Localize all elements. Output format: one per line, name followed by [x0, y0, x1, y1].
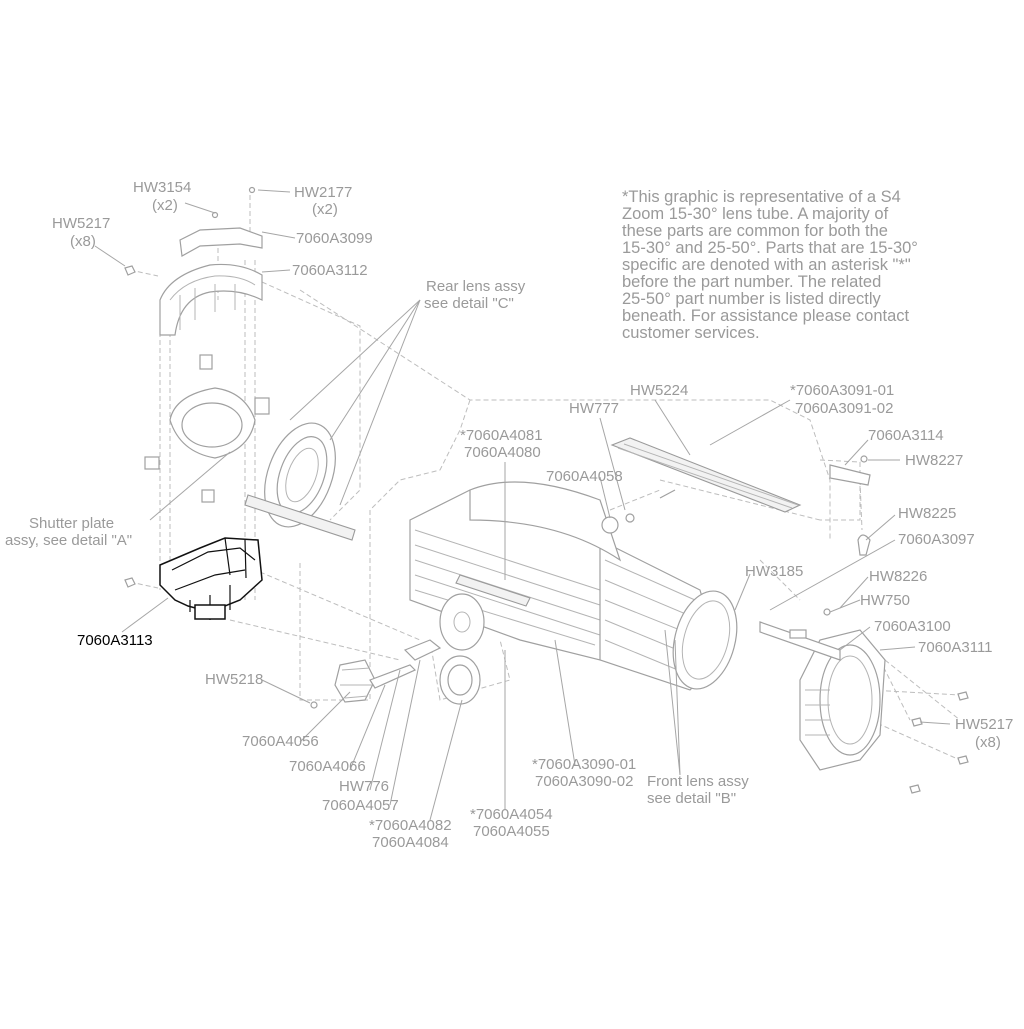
- callout-hw776: HW776: [339, 778, 389, 795]
- note-block: *This graphic is representative of a S4 …: [622, 188, 918, 342]
- callout-front-lens-detail: see detail "B": [647, 790, 736, 807]
- callout-rear-lens-detail: see detail "C": [424, 295, 514, 312]
- callout-7060a4066: 7060A4066: [289, 758, 366, 775]
- note-line: specific are denoted with an asterisk "*…: [622, 256, 911, 274]
- callout-hw8227: HW8227: [905, 452, 963, 469]
- callout-hw5217-left-qty: (x8): [70, 233, 96, 250]
- main-lens-tube: [409, 481, 738, 705]
- callout-rear-lens: Rear lens assy: [426, 278, 526, 295]
- note-line: 25-50° part number is listed directly: [622, 290, 882, 308]
- callout-hw2177: HW2177: [294, 184, 352, 201]
- top-rail-assembly: [601, 437, 802, 534]
- note-line: Zoom 15-30° lens tube. A majority of: [622, 205, 889, 223]
- note-line: these parts are common for both the: [622, 222, 888, 240]
- callout-hw5217-left: HW5217: [52, 215, 110, 232]
- callout-leaders: [94, 189, 951, 821]
- callout-labels: HW3154 (x2) HW2177 (x2) HW5217 (x8) 7060…: [5, 179, 1013, 851]
- callout-7060a3097: 7060A3097: [898, 531, 975, 548]
- callout-7060a3113: 7060A3113: [77, 632, 153, 649]
- callout-7060a3100: 7060A3100: [874, 618, 951, 635]
- callout-hw5217-right-qty: (x8): [975, 734, 1001, 751]
- note-line: before the part number. The related: [622, 273, 881, 291]
- callout-7060a3114: 7060A3114: [868, 427, 944, 444]
- callout-7060a4054: *7060A4054: [470, 806, 553, 823]
- callout-7060a4057: 7060A4057: [322, 797, 399, 814]
- part-7060a3113-highlighted: [159, 537, 263, 620]
- callout-7060a4080: 7060A4080: [464, 444, 541, 461]
- callout-hw5217-right: HW5217: [955, 716, 1013, 733]
- callout-7060a3099: 7060A3099: [296, 230, 373, 247]
- callout-7060a3091-02: 7060A3091-02: [795, 400, 893, 417]
- callout-hw3185: HW3185: [745, 563, 803, 580]
- note-line: customer services.: [622, 324, 760, 342]
- callout-7060a4082: *7060A4082: [369, 817, 452, 834]
- focus-knob-assembly: [334, 639, 442, 703]
- callout-front-lens: Front lens assy: [647, 773, 749, 790]
- note-line: *This graphic is representative of a S4: [622, 188, 901, 206]
- callout-7060a3090-01: *7060A3090-01: [532, 756, 636, 773]
- callout-hw777: HW777: [569, 400, 619, 417]
- callout-hw3154: HW3154: [133, 179, 191, 196]
- note-line: beneath. For assistance please contact: [622, 307, 910, 325]
- callout-hw2177-qty: (x2): [312, 201, 338, 218]
- assembly-guide-lines: [129, 195, 961, 761]
- callout-hw3154-qty: (x2): [152, 197, 178, 214]
- callout-hw750: HW750: [860, 592, 910, 609]
- callout-7060a4081: *7060A4081: [460, 427, 543, 444]
- callout-7060a4055: 7060A4055: [473, 823, 550, 840]
- rear-housing-assembly: [144, 227, 270, 620]
- callout-7060a3090-02: 7060A3090-02: [535, 773, 633, 790]
- callout-shutter-plate-detail: assy, see detail "A": [5, 532, 132, 549]
- callout-7060a4084: 7060A4084: [372, 834, 449, 851]
- front-housing-assembly: [759, 464, 886, 771]
- screw-hardware: [124, 186, 969, 794]
- rear-lens-assembly: [244, 422, 356, 541]
- note-line: 15-30° and 25-50°. Parts that are 15-30°: [622, 239, 918, 257]
- callout-hw8226: HW8226: [869, 568, 927, 585]
- callout-7060a4056: 7060A4056: [242, 733, 319, 750]
- callout-7060a3091-01: *7060A3091-01: [790, 382, 894, 399]
- callout-7060a3111: 7060A3111: [918, 639, 993, 656]
- callout-hw5218: HW5218: [205, 671, 263, 688]
- callout-hw8225: HW8225: [898, 505, 956, 522]
- callout-7060a4058: 7060A4058: [546, 468, 623, 485]
- callout-7060a3112: 7060A3112: [292, 262, 368, 279]
- callout-hw5224: HW5224: [630, 382, 688, 399]
- callout-shutter-plate: Shutter plate: [29, 515, 114, 532]
